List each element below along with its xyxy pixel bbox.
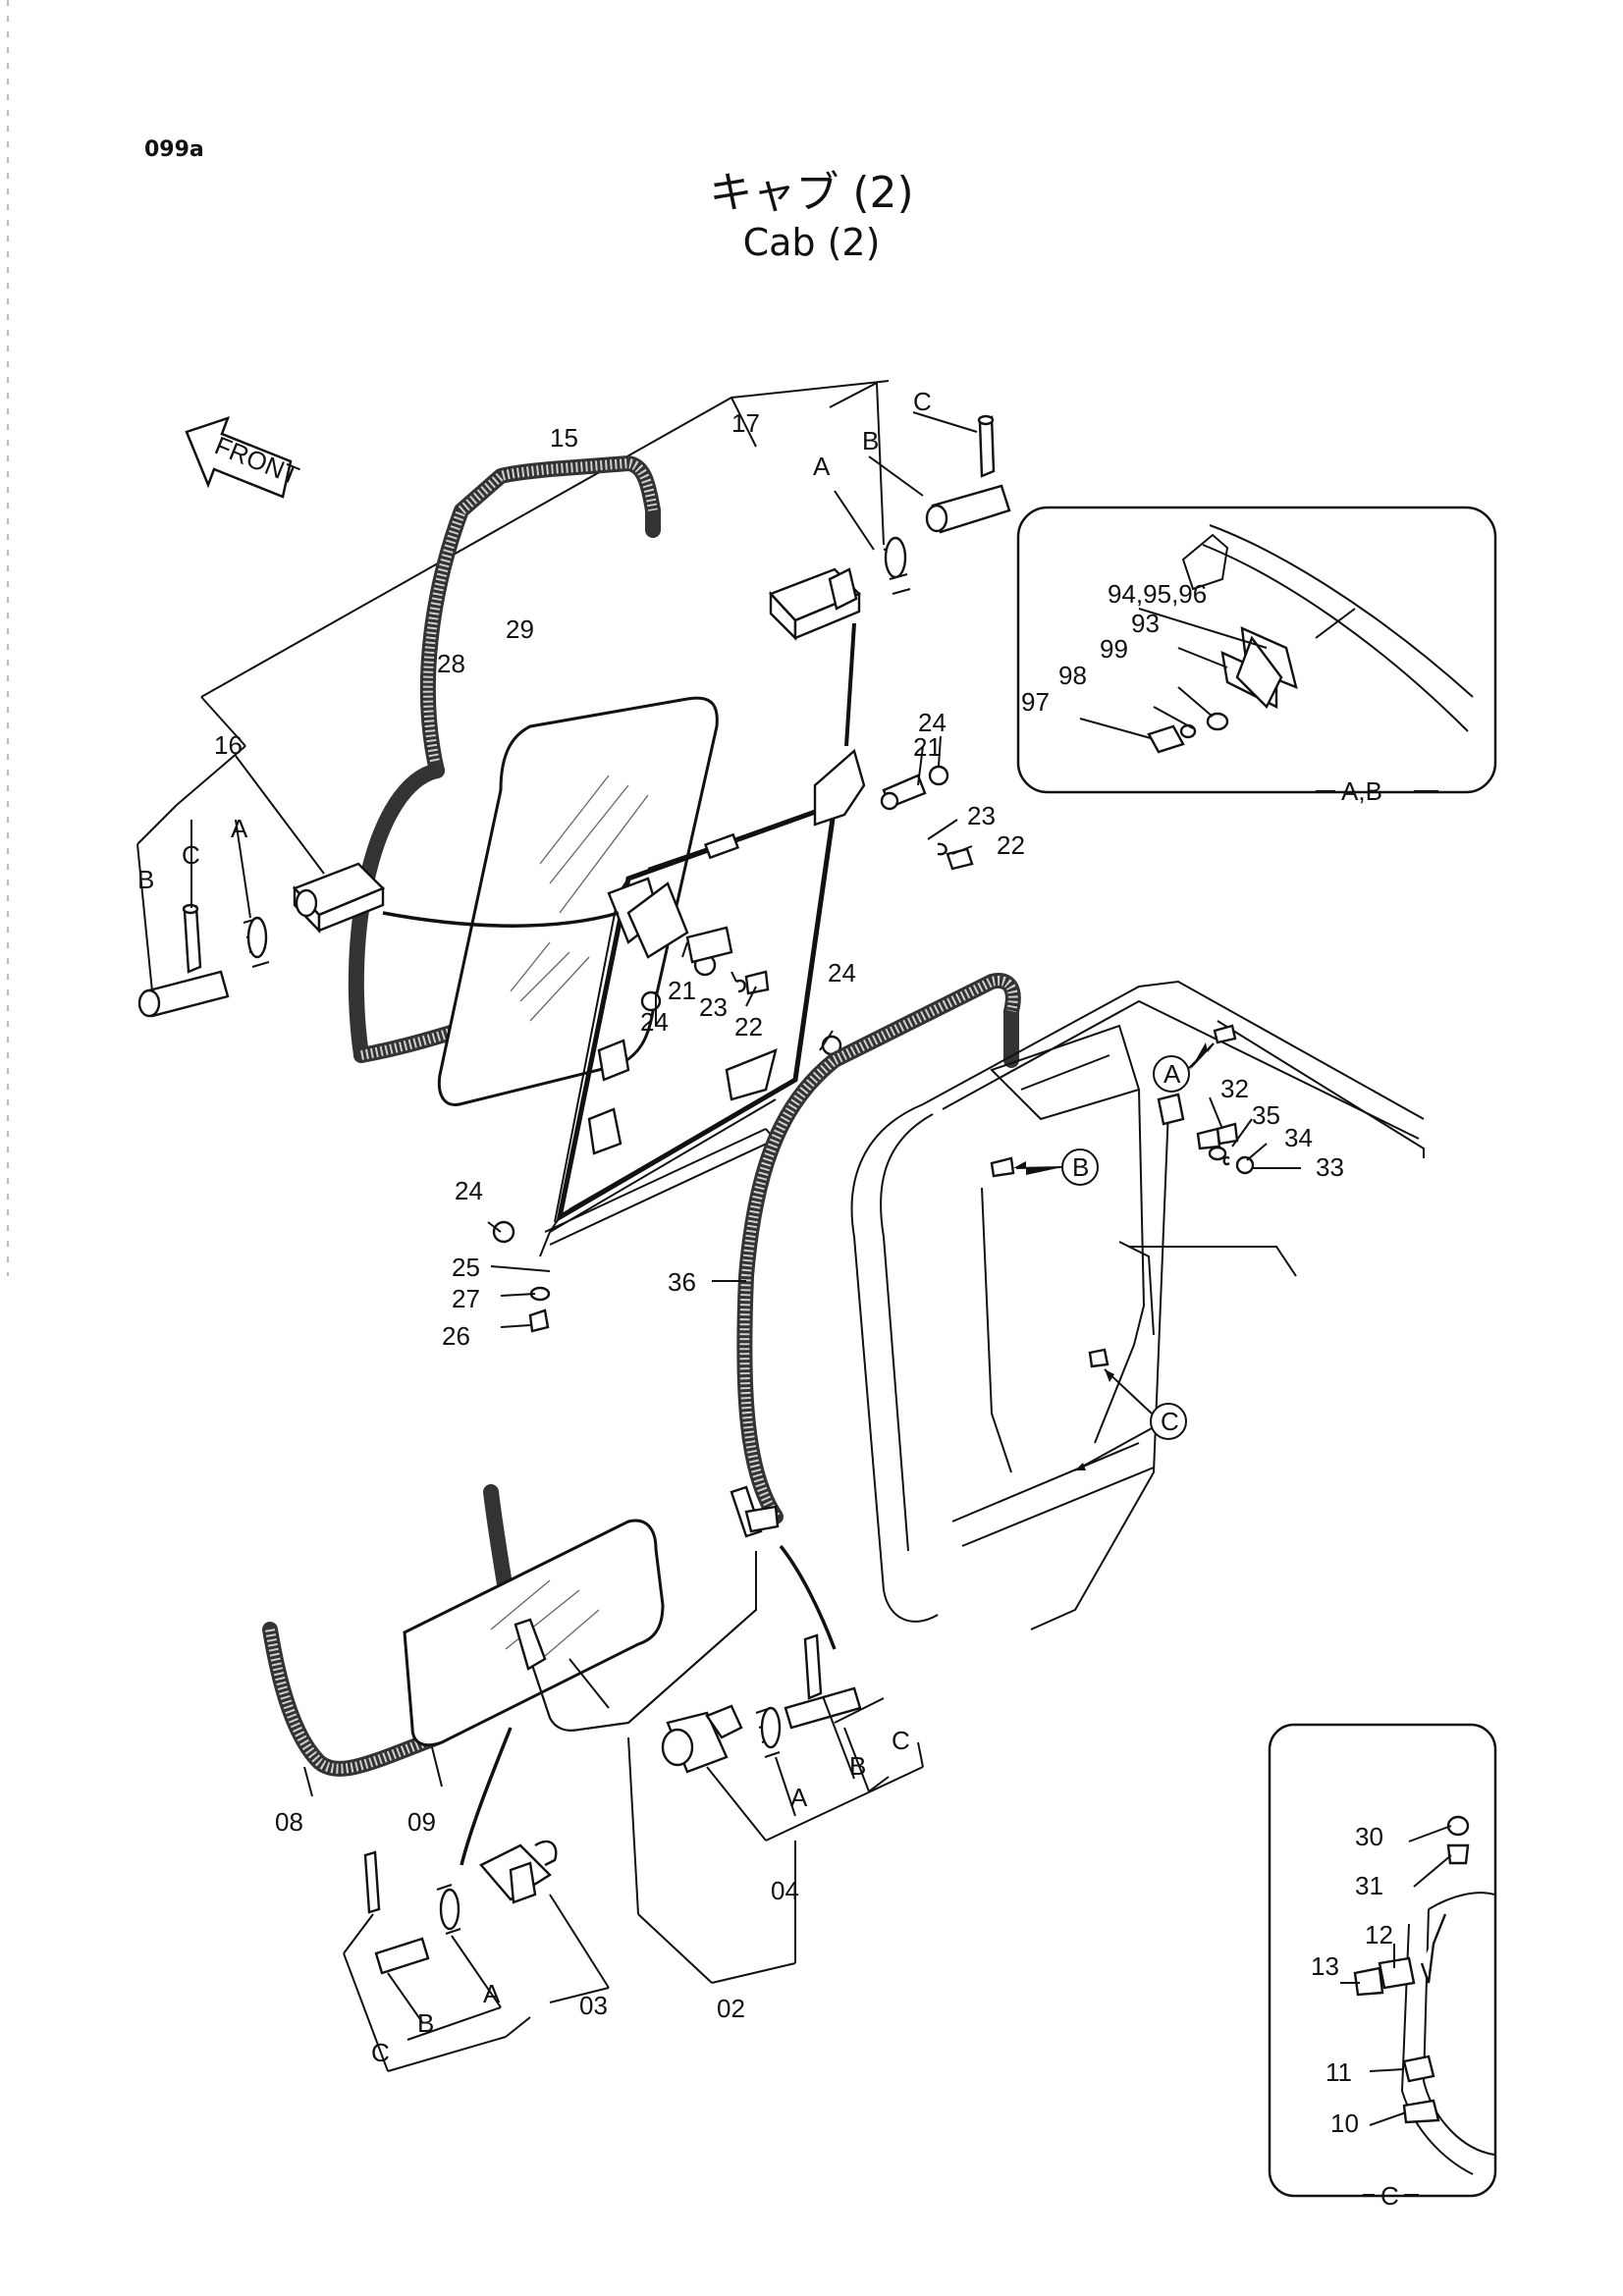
label-sub-b-16: B	[137, 865, 154, 894]
label-part-17: 17	[731, 408, 760, 438]
label-sub-c-04: C	[892, 1726, 910, 1755]
label-part-21-upper: 21	[913, 732, 942, 762]
label-part-22-upper: 22	[997, 830, 1025, 860]
latch-assembly-16	[137, 862, 386, 1018]
inset-c-label: C	[1380, 2181, 1399, 2211]
label-part-21-mid: 21	[668, 976, 696, 1005]
label-part-97: 97	[1021, 687, 1050, 717]
label-sub-a-17: A	[813, 452, 831, 481]
callout-a: A	[1153, 1042, 1216, 1093]
label-part-08: 08	[275, 1807, 303, 1837]
label-part-04: 04	[771, 1876, 799, 1905]
label-sub-b-17: B	[862, 426, 879, 455]
inset-c-pillar	[1353, 1815, 1495, 2175]
label-part-24-lower: 24	[455, 1176, 483, 1205]
label-part-949596: 94,95,96	[1108, 579, 1207, 609]
upper-window-frame-15	[549, 748, 866, 1233]
label-part-09: 09	[407, 1807, 436, 1837]
callout-b: B	[1013, 1148, 1099, 1186]
svg-text:C: C	[1161, 1407, 1179, 1436]
latch-assembly-17	[768, 414, 1011, 641]
label-part-28: 28	[437, 649, 465, 678]
lower-frame-02	[514, 1485, 780, 1732]
label-part-24-upper: 24	[918, 708, 947, 737]
label-part-12: 12	[1365, 1920, 1393, 1949]
label-part-03: 03	[579, 1991, 608, 2020]
label-part-24-mid: 24	[640, 1007, 669, 1037]
label-part-22-mid: 22	[734, 1012, 763, 1041]
page-id: 099a	[144, 137, 204, 162]
label-part-24-right: 24	[828, 958, 856, 988]
label-part-93: 93	[1131, 609, 1160, 638]
window-seal-28	[419, 455, 661, 778]
label-part-02: 02	[717, 1994, 745, 2023]
label-part-23-mid: 23	[699, 992, 728, 1022]
label-part-23-upper: 23	[967, 801, 996, 830]
label-part-10: 10	[1330, 2109, 1359, 2138]
label-part-29: 29	[506, 614, 534, 644]
inset-ab-cab-roof	[1147, 524, 1474, 754]
callout-c: C	[1074, 1368, 1187, 1471]
label-sub-b-04: B	[849, 1751, 866, 1781]
title-english: Cab (2)	[742, 221, 881, 264]
label-part-32: 32	[1220, 1074, 1249, 1103]
label-part-30: 30	[1355, 1822, 1383, 1851]
label-part-99: 99	[1100, 634, 1128, 664]
label-part-34: 34	[1284, 1123, 1313, 1152]
inset-detail-c	[1268, 1723, 1497, 2198]
label-part-98: 98	[1058, 661, 1087, 690]
title-japanese: キャブ (2)	[709, 168, 914, 218]
latch-assembly-04	[661, 1633, 862, 1774]
front-arrow-icon: FRONT	[185, 415, 303, 499]
label-part-15: 15	[550, 423, 578, 453]
label-sub-c-03: C	[371, 2038, 390, 2067]
label-sub-b-03: B	[417, 2008, 434, 2038]
label-part-33: 33	[1316, 1152, 1344, 1182]
svg-text:A: A	[1163, 1059, 1181, 1089]
label-sub-c-16: C	[182, 840, 200, 870]
label-part-13: 13	[1311, 1951, 1339, 1981]
label-part-26: 26	[442, 1321, 470, 1351]
label-sub-c-17: C	[913, 387, 932, 416]
label-sub-a-04: A	[790, 1783, 808, 1812]
label-part-25: 25	[452, 1253, 480, 1282]
latch-assembly-03	[363, 1840, 558, 1975]
cab-body	[850, 980, 1425, 1630]
hinge-hardware-upper	[492, 765, 974, 1333]
label-sub-a-16: A	[231, 814, 248, 843]
label-part-16: 16	[214, 730, 243, 760]
svg-text:B: B	[1072, 1152, 1089, 1182]
label-part-35: 35	[1252, 1100, 1280, 1130]
label-part-31: 31	[1355, 1871, 1383, 1900]
label-sub-a-03: A	[483, 1979, 501, 2008]
door-seal-36	[736, 973, 1021, 1524]
label-part-11: 11	[1325, 2057, 1352, 2087]
inset-ab-label: A,B	[1341, 776, 1382, 806]
label-part-27: 27	[452, 1284, 480, 1313]
label-part-36: 36	[668, 1267, 696, 1297]
